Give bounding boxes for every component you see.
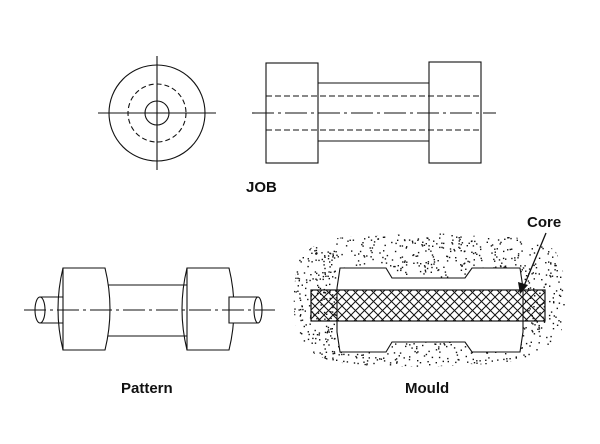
mould-drawing	[293, 232, 565, 367]
mould-core	[310, 289, 546, 322]
job-end-view	[98, 56, 216, 170]
job-side-view	[252, 61, 496, 164]
pattern-drawing	[24, 267, 275, 351]
job-label: JOB	[246, 179, 277, 196]
pattern-label: Pattern	[121, 380, 173, 397]
mould-label: Mould	[405, 380, 450, 397]
core-label: Core	[527, 214, 562, 231]
